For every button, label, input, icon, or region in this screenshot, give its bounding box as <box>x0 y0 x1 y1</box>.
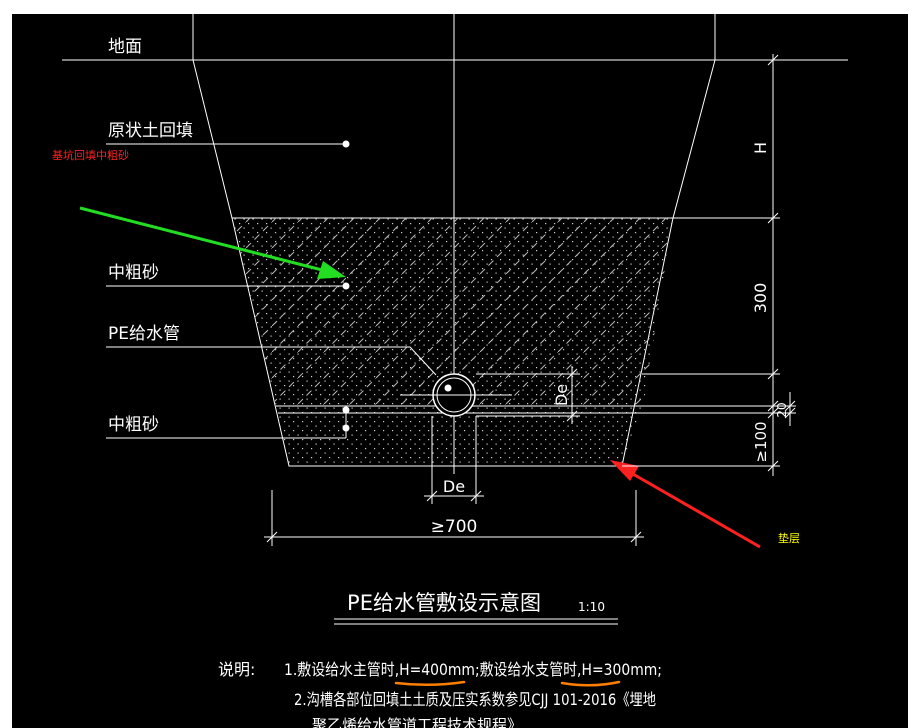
annotation-cushion: 垫层 <box>778 531 800 545</box>
red-arrow <box>610 460 761 549</box>
label-ground: 地面 <box>108 37 142 57</box>
label-sand-upper: 中粗砂 <box>108 263 159 283</box>
drawing-scale: 1:10 <box>578 600 605 614</box>
width-700-dimension <box>264 490 644 546</box>
notes-label: 说明: <box>218 660 255 679</box>
cushion-fill <box>276 406 643 466</box>
label-original-backfill: 原状土回填 <box>108 121 193 141</box>
orange-underline-marks <box>394 680 621 687</box>
note-line-1: 1.敷设给水主管时,H=400mm;敷设给水支管时,H=300mm; <box>284 660 662 679</box>
dimension-700: ≥700 <box>431 517 478 537</box>
note-line-3: 聚乙烯给水管道工程技术规程》 <box>312 716 522 728</box>
label-pe-pipe: PE给水管 <box>108 324 180 344</box>
green-arrow <box>79 206 346 279</box>
leader-lines <box>106 143 437 439</box>
right-dimension-lines <box>622 54 796 476</box>
cad-drawing-area: 地面 原状土回填 中粗砂 PE给水管 中粗砂 基坑回填中粗砂 垫层 H 300 … <box>12 14 908 728</box>
pe-pipe-trench-diagram: 地面 原状土回填 中粗砂 PE给水管 中粗砂 基坑回填中粗砂 垫层 H 300 … <box>52 14 848 728</box>
pe-pipe-circle <box>400 373 512 417</box>
annotation-pit-backfill: 基坑回填中粗砂 <box>52 148 129 162</box>
dimension-de-horizontal: De <box>443 477 465 496</box>
drawing-title: PE给水管敷设示意图 <box>347 591 541 615</box>
dimension-de-vertical: De <box>552 384 571 406</box>
dimension-20: 20 <box>775 402 789 417</box>
note-line-2: 2.沟槽各部位回填土土质及压实系数参见CJJ 101-2016《埋地 <box>294 690 656 709</box>
title-underline <box>334 618 618 625</box>
de-horizontal-dimension <box>424 416 484 504</box>
ground-line <box>62 14 848 61</box>
dimension-300: 300 <box>751 283 770 314</box>
leader-dots <box>342 140 350 432</box>
dimension-100: ≥100 <box>752 421 770 462</box>
de-vertical-dimension <box>476 366 580 424</box>
dimension-h: H <box>751 142 770 154</box>
sand-hatch-upper <box>232 218 673 406</box>
label-sand-lower: 中粗砂 <box>108 415 159 435</box>
